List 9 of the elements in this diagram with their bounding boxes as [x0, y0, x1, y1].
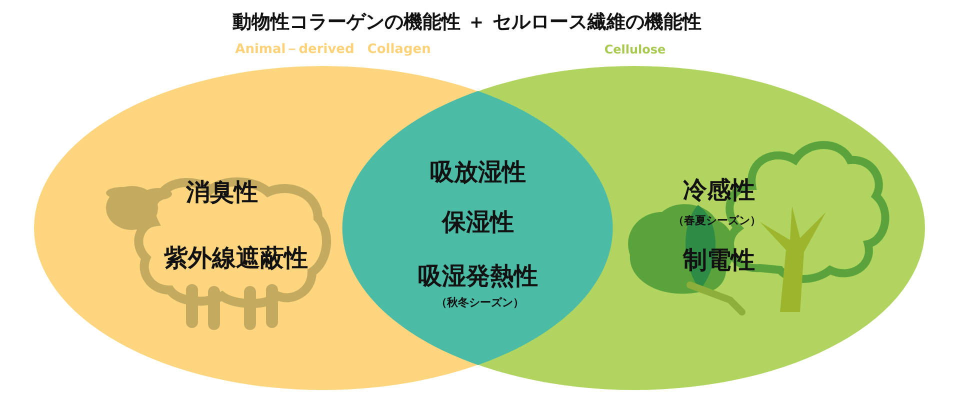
feature-label: 吸湿発熱性 [418, 262, 538, 290]
feature-label: 消臭性 [186, 178, 258, 206]
feature-label: 吸放湿性 [430, 158, 526, 186]
season-note: （秋冬シーズン） [436, 296, 524, 310]
feature-label: 紫外線遮蔽性 [164, 244, 308, 272]
diagram-title: 動物性コラーゲンの機能性 ＋ セルロース繊維の機能性 [232, 10, 702, 35]
venn-set-label: Animal－derived Collagen [235, 42, 431, 58]
venn-set-label: Cellulose [604, 43, 666, 57]
feature-label: 保湿性 [442, 208, 514, 236]
